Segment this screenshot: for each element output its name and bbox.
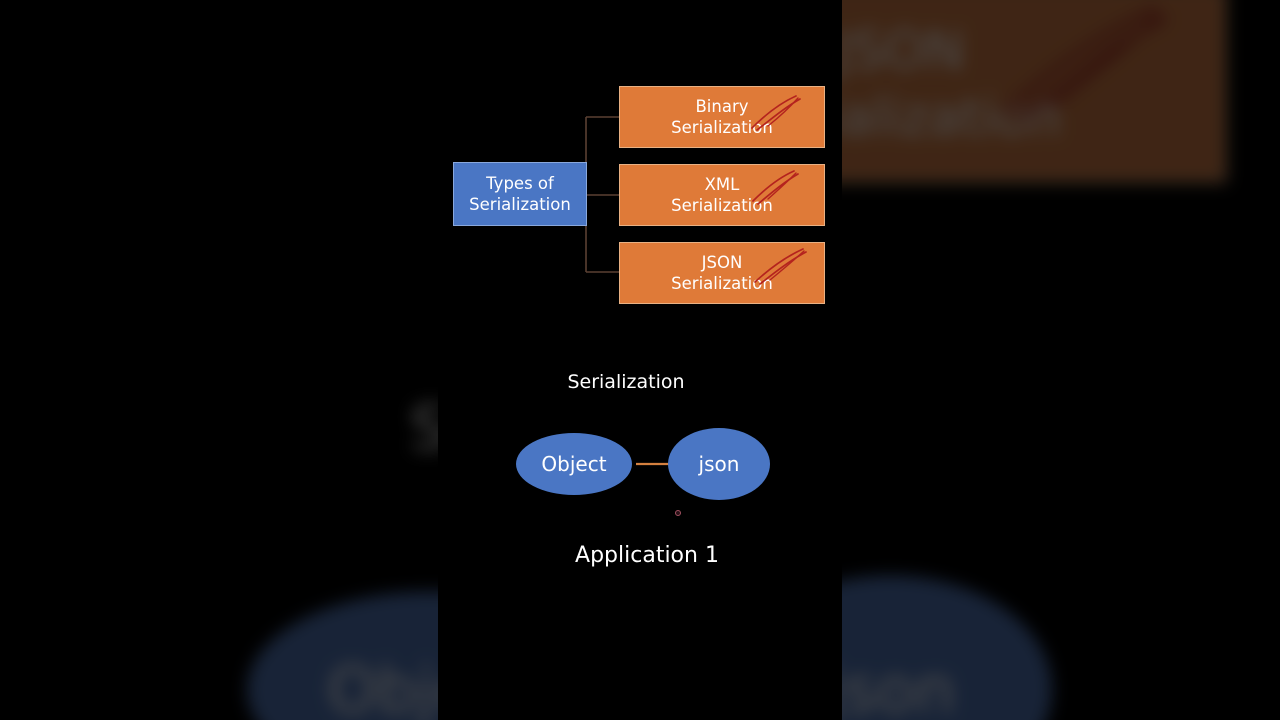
flow-title-serialization: Serialization [567, 371, 685, 393]
slide-content: Types of Serialization Binary Serializat… [438, 0, 842, 720]
branch-xml-label-line1: XML [704, 174, 740, 194]
branch-json-label-line2: Serialization [671, 274, 773, 293]
video-frame[interactable]: Types of Serialization Binary Serializat… [438, 0, 842, 720]
branch-box-json-serialization[interactable]: JSON Serialization [619, 242, 825, 304]
branch-box-xml-serialization[interactable]: XML Serialization [619, 164, 825, 226]
node-object[interactable]: Object [516, 433, 632, 495]
root-box-label-line1: Types of [486, 173, 554, 193]
node-json[interactable]: json [668, 428, 770, 500]
branch-binary-label-line2: Serialization [671, 118, 773, 137]
branch-box-binary-serialization[interactable]: Binary Serialization [619, 86, 825, 148]
branch-binary-label-line1: Binary [695, 96, 749, 116]
flow-footer-application-1: Application 1 [575, 543, 719, 568]
marker-dot-icon [675, 510, 681, 516]
root-box-types-of-serialization[interactable]: Types of Serialization [453, 162, 587, 226]
branch-xml-label-line2: Serialization [671, 196, 773, 215]
root-box-label-line2: Serialization [469, 195, 571, 214]
branch-json-label-line1: JSON [701, 252, 743, 272]
